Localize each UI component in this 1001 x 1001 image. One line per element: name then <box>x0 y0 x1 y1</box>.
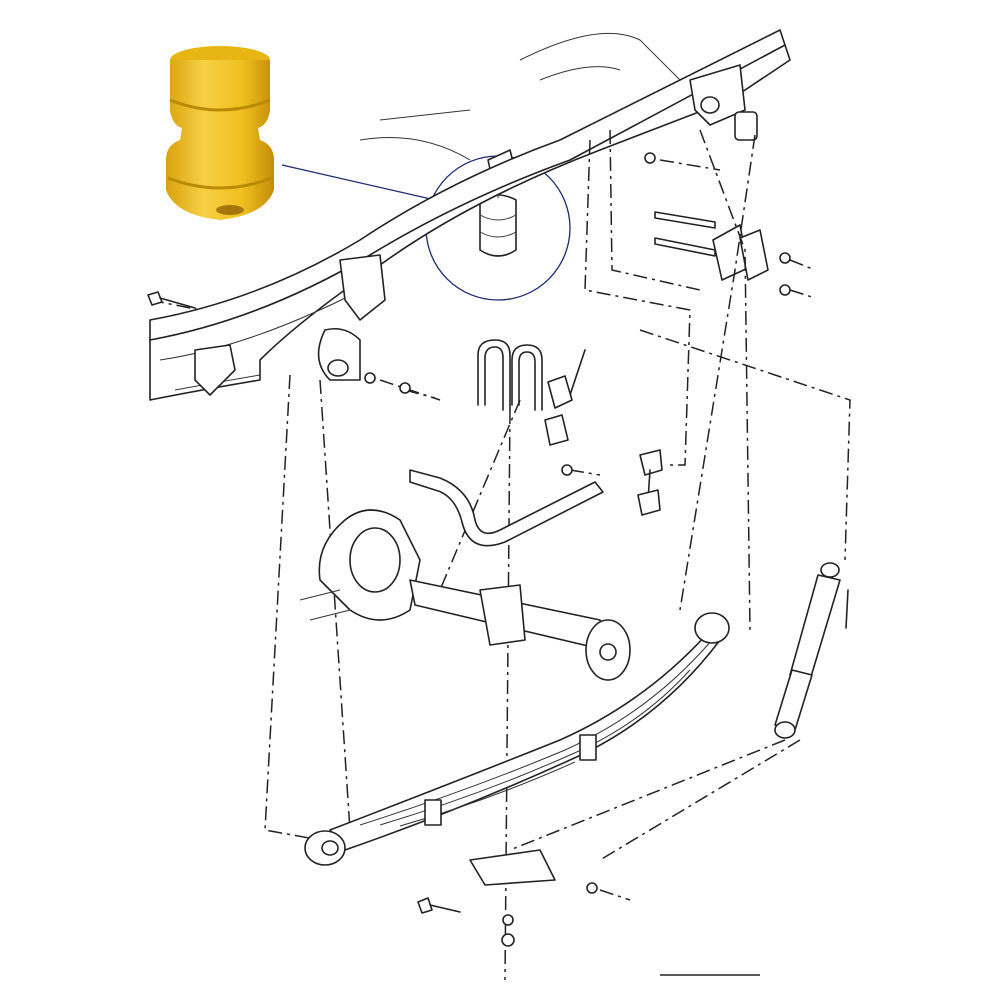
callout-leader <box>281 164 436 201</box>
assembly-leader-lines <box>149 129 851 981</box>
leaf-spring <box>304 612 730 886</box>
rear-axle <box>299 509 631 681</box>
shackle <box>654 111 769 281</box>
bolts <box>147 152 849 947</box>
shock-absorber <box>774 562 841 739</box>
bump-stop-photo <box>166 46 274 220</box>
u-bolts <box>477 339 543 411</box>
stabilizer-bar <box>409 375 663 547</box>
frame-rail <box>149 29 791 401</box>
